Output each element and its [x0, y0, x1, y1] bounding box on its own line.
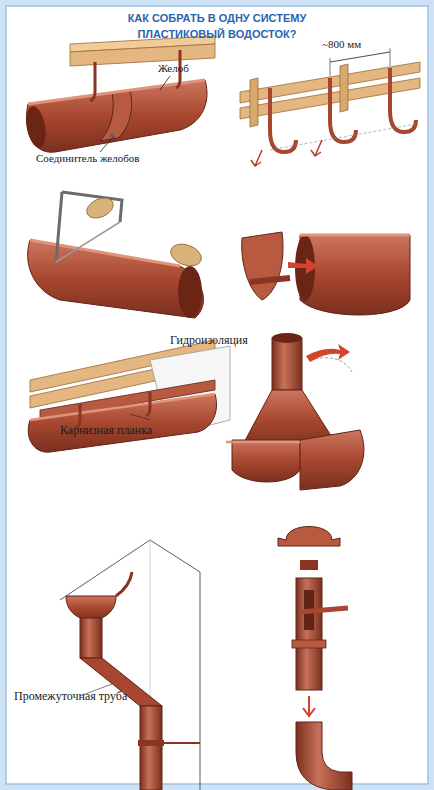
frame	[3, 3, 431, 787]
title: КАК СОБРАТЬ В ОДНУ СИСТЕМУ ПЛАСТИКОВЫЙ В…	[97, 10, 337, 42]
eave-detail	[28, 340, 230, 452]
part-label: Соединитель желобов	[36, 152, 140, 164]
part-label: Карнизная планка	[60, 424, 152, 437]
part-label: Желоб	[158, 62, 189, 74]
end-cap	[242, 232, 410, 315]
downpipe-wall	[60, 540, 200, 790]
gutter-funnel	[226, 333, 364, 490]
hook-spacing	[240, 48, 420, 166]
gutter-on-hooks	[23, 36, 215, 152]
pipe-clamp-elbow	[278, 527, 352, 790]
part-label: Гидроизоляция	[170, 334, 248, 347]
part-label: ~800 мм	[322, 38, 361, 50]
part-label: Промежуточная труба	[14, 690, 127, 703]
cutting-gutter	[28, 192, 205, 318]
